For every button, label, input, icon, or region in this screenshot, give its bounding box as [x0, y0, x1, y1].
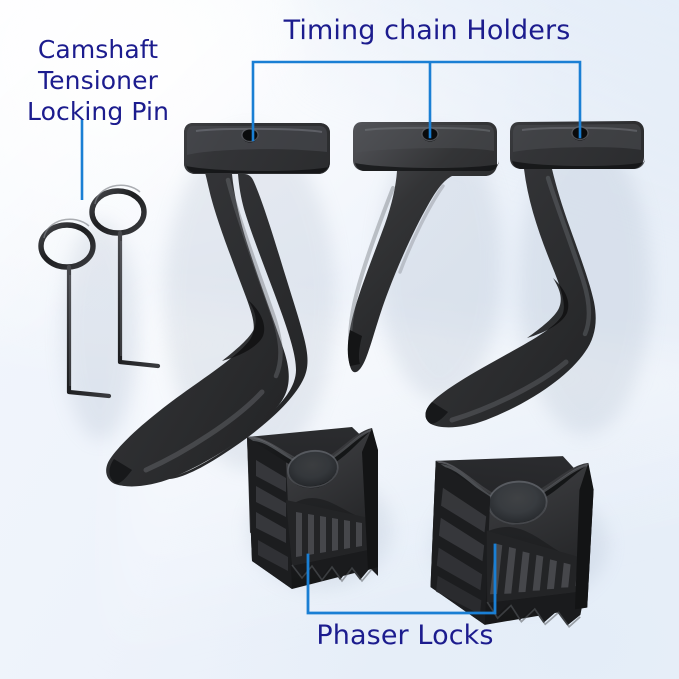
annotation-label-timing-chain-holders: Timing chain Holders — [283, 15, 571, 46]
phaser-lock-1 — [247, 427, 378, 589]
locking-pin-1 — [38, 218, 112, 399]
annotation-label-phaser-locks: Phaser Locks — [316, 620, 494, 651]
annotation-label-camshaft: Camshaft Tensioner Locking Pin — [26, 35, 170, 126]
phaser-lock-2 — [430, 456, 594, 628]
locking-pin-2 — [89, 184, 161, 369]
